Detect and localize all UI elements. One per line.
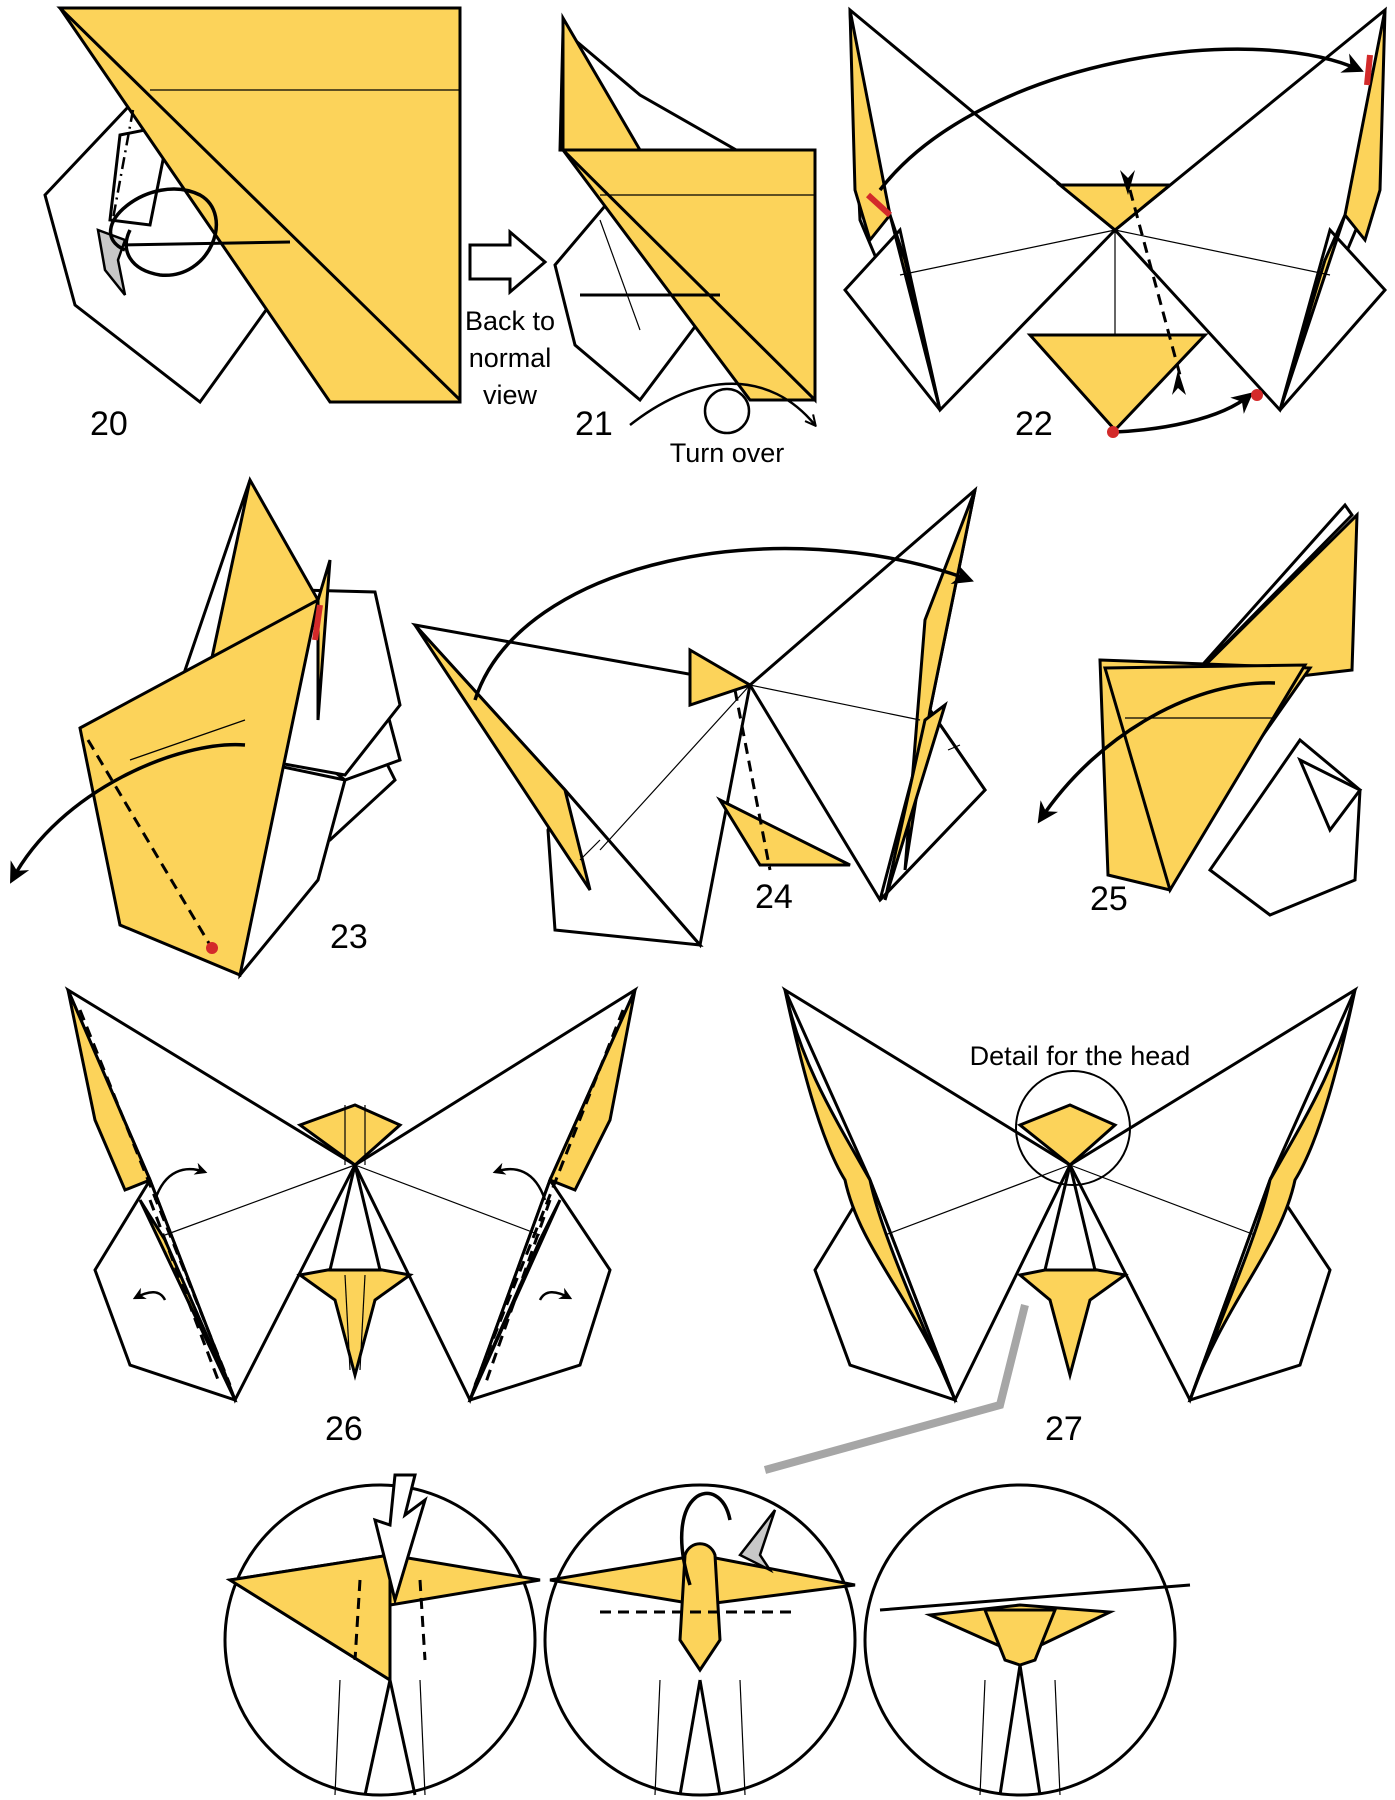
- step-number-20: 20: [90, 405, 128, 443]
- detail-leader-line: [763, 1304, 1029, 1474]
- step-number-27: 27: [1045, 1410, 1083, 1448]
- step-number-22: 22: [1015, 405, 1053, 443]
- step-number-23: 23: [330, 918, 368, 956]
- step-21-diagram: [553, 12, 817, 404]
- step-number-21: 21: [575, 405, 613, 443]
- head-detail-1: [223, 1473, 541, 1797]
- step-number-26: 26: [325, 1410, 363, 1448]
- step-25-diagram: [1037, 502, 1363, 917]
- step-number-24: 24: [755, 878, 793, 916]
- push-arrow-icon: [372, 1473, 428, 1606]
- step-24-diagram: [410, 485, 987, 949]
- step-22-diagram: [843, 6, 1388, 438]
- head-detail-3: [863, 1483, 1191, 1797]
- back-to-label-line2: normal: [469, 343, 552, 373]
- back-to-label-line1: Back to: [465, 306, 555, 336]
- head-detail-2: [543, 1483, 857, 1797]
- step-number-25: 25: [1090, 880, 1128, 918]
- back-to-label-line3: view: [483, 380, 538, 410]
- turn-over-icon: [629, 382, 815, 435]
- turn-over-label: Turn over: [670, 438, 785, 468]
- step-26-diagram: [64, 986, 639, 1404]
- hollow-arrow-icon: [468, 228, 548, 296]
- step-23-diagram: [10, 476, 402, 980]
- step-27-diagram: [781, 986, 1359, 1404]
- step-20-diagram: [43, 6, 462, 405]
- detail-head-label: Detail for the head: [970, 1041, 1191, 1071]
